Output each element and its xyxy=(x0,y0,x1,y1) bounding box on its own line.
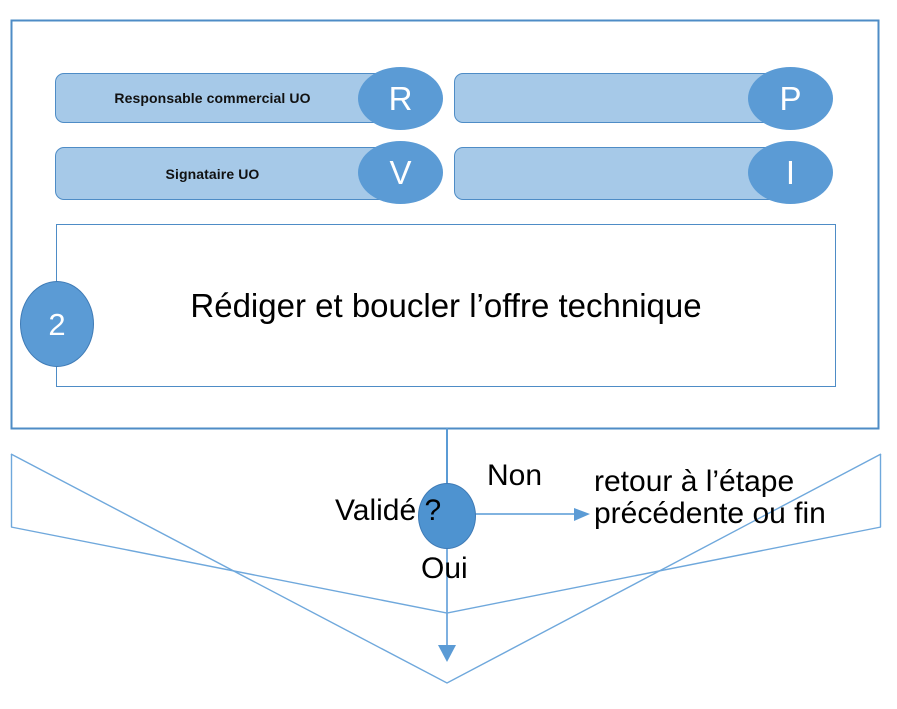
arrowhead-no-branch xyxy=(574,508,590,521)
role-bar-left-0[interactable]: Responsable commercial UO xyxy=(55,73,404,123)
raci-badge-informed-1[interactable]: I xyxy=(748,141,833,204)
branch-label-yes: Oui xyxy=(421,552,468,585)
raci-badge-validator-1[interactable]: V xyxy=(358,141,443,204)
branch-label-no: Non xyxy=(487,459,543,492)
no-branch-target: retour à l’étape précédente ou fin xyxy=(594,466,826,530)
no-branch-target-line2: précédente ou fin xyxy=(594,496,826,530)
raci-badge-responsible-0[interactable]: R xyxy=(358,67,443,130)
raci-badge-letter-right-1: I xyxy=(785,154,796,191)
activity-title: Rédiger et boucler l’offre technique xyxy=(190,286,702,324)
step-number-value: 2 xyxy=(48,306,66,342)
role-bar-left-1[interactable]: Signataire UO xyxy=(55,147,404,200)
raci-badge-letter-1: V xyxy=(389,154,412,191)
step-number-badge: 2 xyxy=(20,281,94,367)
role-bar-right-1[interactable] xyxy=(454,147,803,200)
decision-node[interactable] xyxy=(418,483,476,549)
no-branch-target-line1: retour à l’étape xyxy=(594,465,795,498)
arrowhead-yes-branch xyxy=(438,645,456,662)
raci-badge-letter-0: R xyxy=(388,80,413,117)
role-label-0: Responsable commercial UO xyxy=(114,90,311,106)
role-label-1: Signataire UO xyxy=(165,165,260,182)
chevron-outer-edge xyxy=(10,453,882,684)
raci-badge-letter-right-0: P xyxy=(779,80,802,117)
decision-question: Validé ? xyxy=(335,494,442,527)
raci-badge-participant-0[interactable]: P xyxy=(748,67,833,130)
process-group-frame xyxy=(10,19,880,430)
